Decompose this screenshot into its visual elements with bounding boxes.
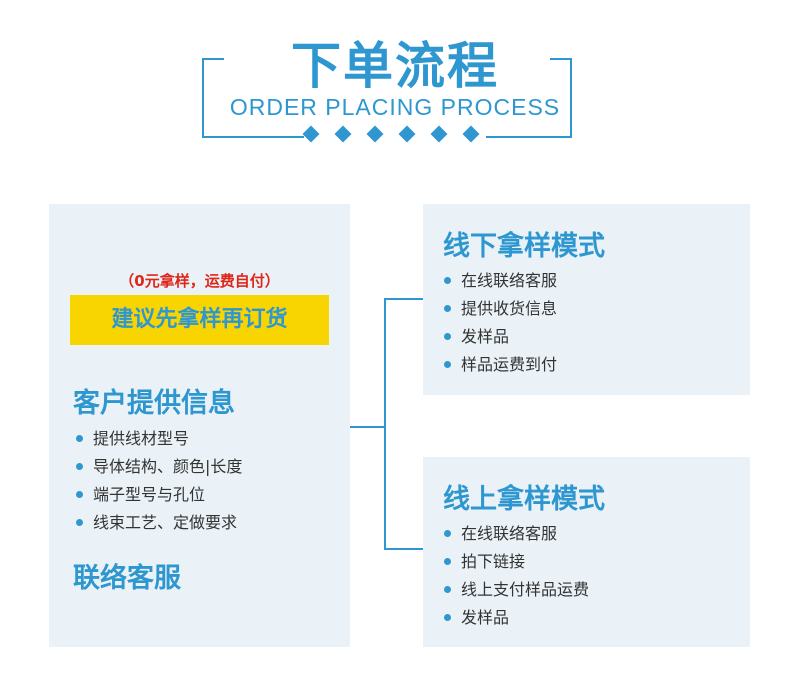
list-item: 线束工艺、定做要求 bbox=[76, 509, 346, 537]
customer-info-heading: 客户提供信息 bbox=[73, 388, 235, 419]
list-item: 提供收货信息 bbox=[444, 295, 734, 323]
bullet-dot bbox=[444, 586, 451, 593]
bullet-dot bbox=[444, 614, 451, 621]
list-item: 发样品 bbox=[444, 604, 734, 632]
bullet-dot bbox=[444, 333, 451, 340]
offline-sample-panel bbox=[423, 204, 750, 395]
bullet-dot bbox=[444, 558, 451, 565]
connector-top bbox=[384, 298, 423, 300]
list-item: 在线联络客服 bbox=[444, 267, 734, 295]
page-title: 下单流程 bbox=[291, 37, 499, 95]
bullet-dot bbox=[76, 435, 83, 442]
list-item: 提供线材型号 bbox=[76, 425, 346, 453]
sample-note: （0元拿样，运费自付） bbox=[119, 272, 280, 290]
list-item: 导体结构、颜色|长度 bbox=[76, 453, 346, 481]
online-sample-list: 在线联络客服 拍下链接 线上支付样品运费 发样品 bbox=[444, 520, 734, 632]
title-frame bbox=[202, 58, 572, 138]
sample-suggestion-banner: 建议先拿样再订货 bbox=[70, 295, 329, 345]
offline-sample-heading: 线下拿样模式 bbox=[443, 231, 605, 262]
list-item: 端子型号与孔位 bbox=[76, 481, 346, 509]
customer-info-panel bbox=[49, 204, 350, 647]
bullet-dot bbox=[76, 463, 83, 470]
bullet-dot bbox=[76, 519, 83, 526]
list-item: 发样品 bbox=[444, 323, 734, 351]
bullet-dot bbox=[444, 305, 451, 312]
offline-sample-list: 在线联络客服 提供收货信息 发样品 样品运费到付 bbox=[444, 267, 734, 379]
customer-info-list: 提供线材型号 导体结构、颜色|长度 端子型号与孔位 线束工艺、定做要求 bbox=[76, 425, 346, 537]
list-item: 在线联络客服 bbox=[444, 520, 734, 548]
connector-vertical bbox=[384, 298, 386, 550]
bullet-dot bbox=[444, 530, 451, 537]
bullet-dot bbox=[76, 491, 83, 498]
list-item: 线上支付样品运费 bbox=[444, 576, 734, 604]
list-item: 样品运费到付 bbox=[444, 351, 734, 379]
connector-horizontal bbox=[350, 426, 385, 428]
page-subtitle: ORDER PLACING PROCESS bbox=[229, 94, 561, 120]
online-sample-panel bbox=[423, 457, 750, 647]
decorative-diamonds bbox=[302, 125, 487, 143]
online-sample-heading: 线上拿样模式 bbox=[443, 484, 605, 515]
bullet-dot bbox=[444, 277, 451, 284]
contact-service-heading: 联络客服 bbox=[73, 563, 181, 594]
list-item: 拍下链接 bbox=[444, 548, 734, 576]
bullet-dot bbox=[444, 361, 451, 368]
connector-bottom bbox=[384, 548, 423, 550]
